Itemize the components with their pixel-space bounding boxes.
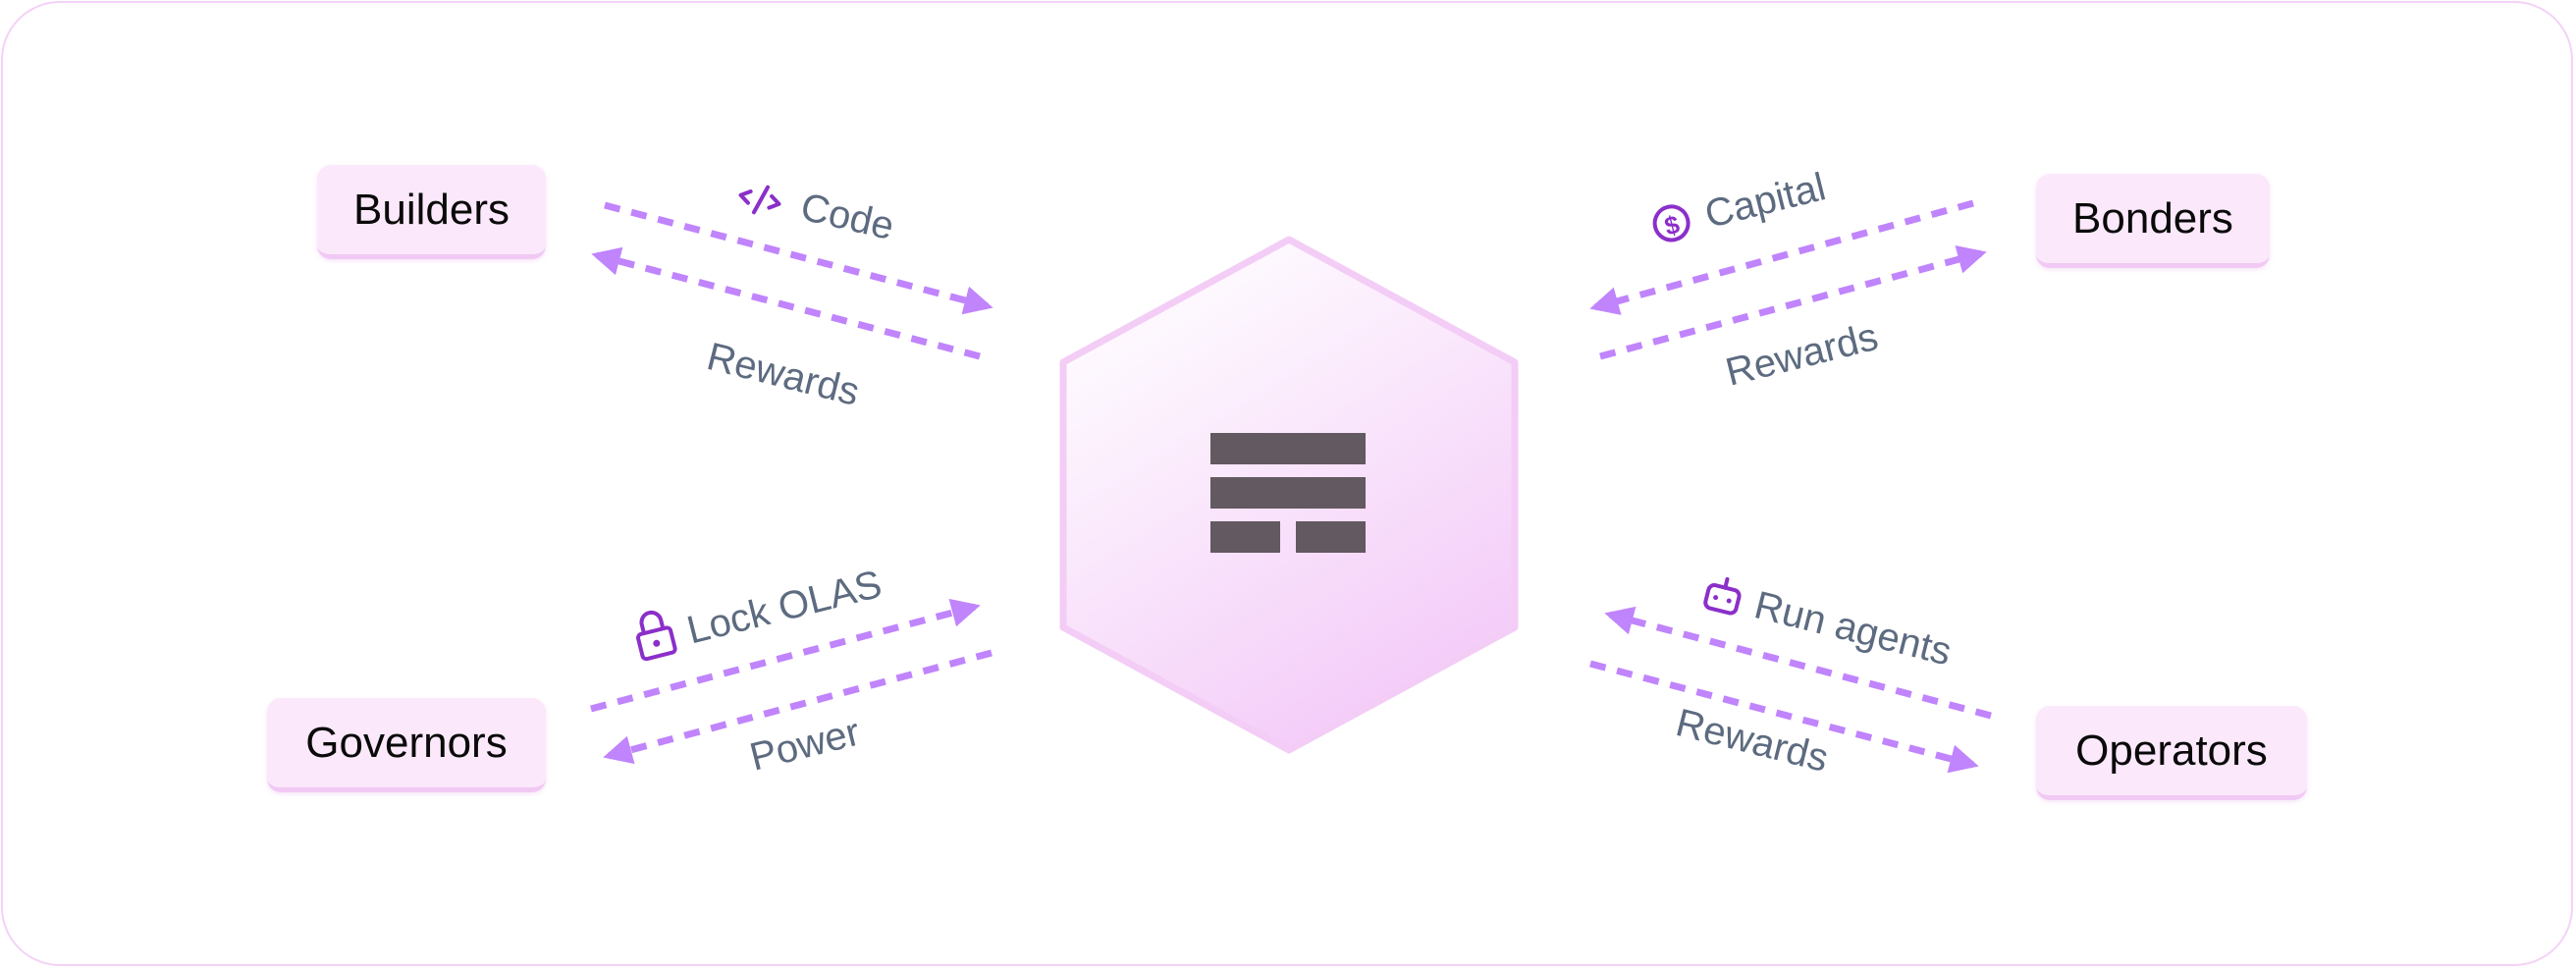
bonders-capital-arrow	[1589, 199, 1974, 315]
builders-code-arrow	[604, 201, 993, 315]
governors-label: Governors	[305, 718, 508, 767]
operators-run-agents-arrow	[1604, 606, 1992, 720]
operators-node: Operators	[2036, 706, 2307, 800]
lock-icon	[636, 610, 677, 662]
builders-rewards-arrow	[591, 246, 981, 360]
operators-run-agents-flow: Run agents	[1703, 576, 1956, 673]
governors-lock-arrow	[590, 598, 981, 713]
bonders-node: Bonders	[2036, 174, 2270, 268]
builders-code-label: Code	[797, 186, 898, 248]
bonders-capital-label: Capital	[1700, 165, 1829, 237]
operators-rewards-label: Rewards	[1672, 701, 1833, 781]
governors-node: Governors	[267, 698, 546, 792]
builders-rewards-label: Rewards	[703, 335, 864, 414]
olas-logo-icon	[1210, 433, 1366, 553]
robot-icon	[1703, 576, 1742, 616]
governors-power-arrow	[603, 649, 993, 765]
builders-label: Builders	[353, 185, 510, 234]
governors-lock-flow: Lock OLAS	[636, 563, 886, 662]
builders-code-flow: Code	[738, 185, 898, 248]
bonders-capital-flow: $ Capital	[1652, 165, 1830, 242]
operators-rewards-arrow	[1589, 660, 1979, 774]
bonders-rewards-arrow	[1599, 244, 1987, 360]
dollar-coin-icon: $	[1652, 204, 1690, 242]
builders-node: Builders	[317, 165, 546, 259]
bonders-rewards-label: Rewards	[1722, 315, 1883, 395]
governors-lock-label: Lock OLAS	[683, 563, 886, 653]
operators-label: Operators	[2075, 726, 2268, 775]
governors-power-label: Power	[746, 711, 865, 780]
bonders-label: Bonders	[2072, 193, 2233, 242]
operators-run-agents-label: Run agents	[1750, 583, 1956, 673]
code-icon	[738, 185, 781, 215]
